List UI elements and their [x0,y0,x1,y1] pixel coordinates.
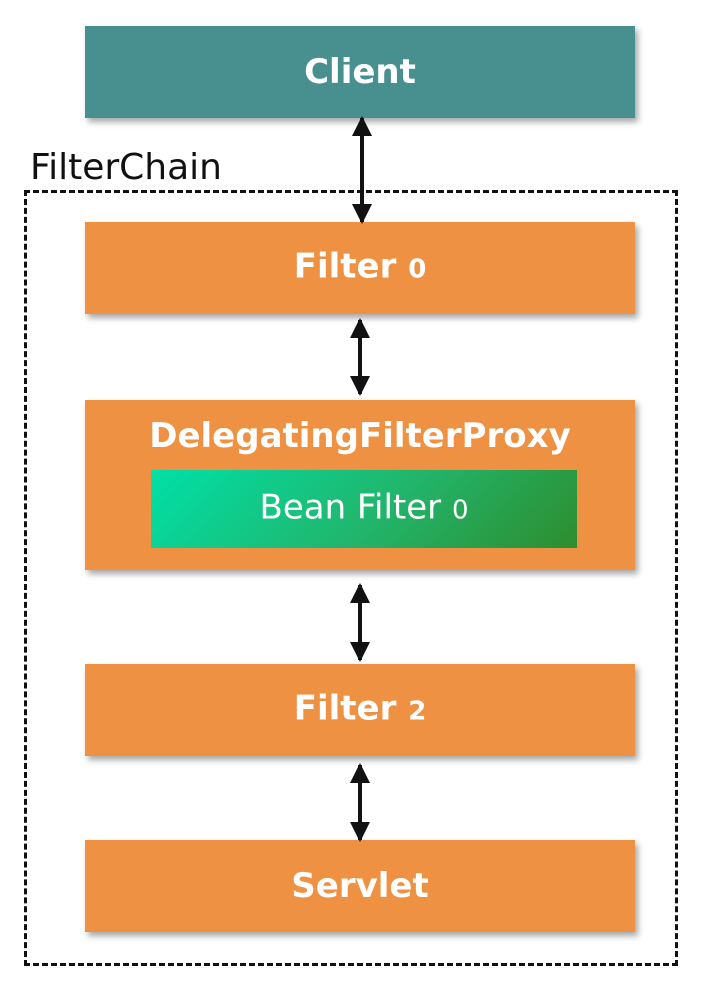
client-label: Client [304,52,416,92]
bean-filter-0-node: Bean Filter 0 [151,470,577,548]
bean-filter-name: Bean Filter [259,487,442,528]
filter-2-name: Filter [293,688,397,729]
filter-0-index: 0 [408,254,427,285]
bean-filter-index: 0 [451,495,469,526]
servlet-node: Servlet [85,840,635,932]
filter-2-text: Filter 2 [85,689,635,732]
delegating-filter-proxy-label: DelegatingFilterProxy [149,416,571,456]
servlet-label: Servlet [291,866,429,906]
bean-filter-0-text: Bean Filter 0 [151,488,577,531]
filter-0-node: Filter 0 [85,222,635,314]
filter-chain-boundary [24,190,678,966]
filter-2-node: Filter 2 [85,664,635,756]
filter-chain-label: FilterChain [30,147,222,188]
filter-0-name: Filter [293,246,397,287]
client-node: Client [85,26,635,118]
filter-2-index: 2 [408,696,427,727]
filter-0-text: Filter 0 [85,247,635,290]
delegating-filter-proxy-node: DelegatingFilterProxy Bean Filter 0 [85,400,635,570]
